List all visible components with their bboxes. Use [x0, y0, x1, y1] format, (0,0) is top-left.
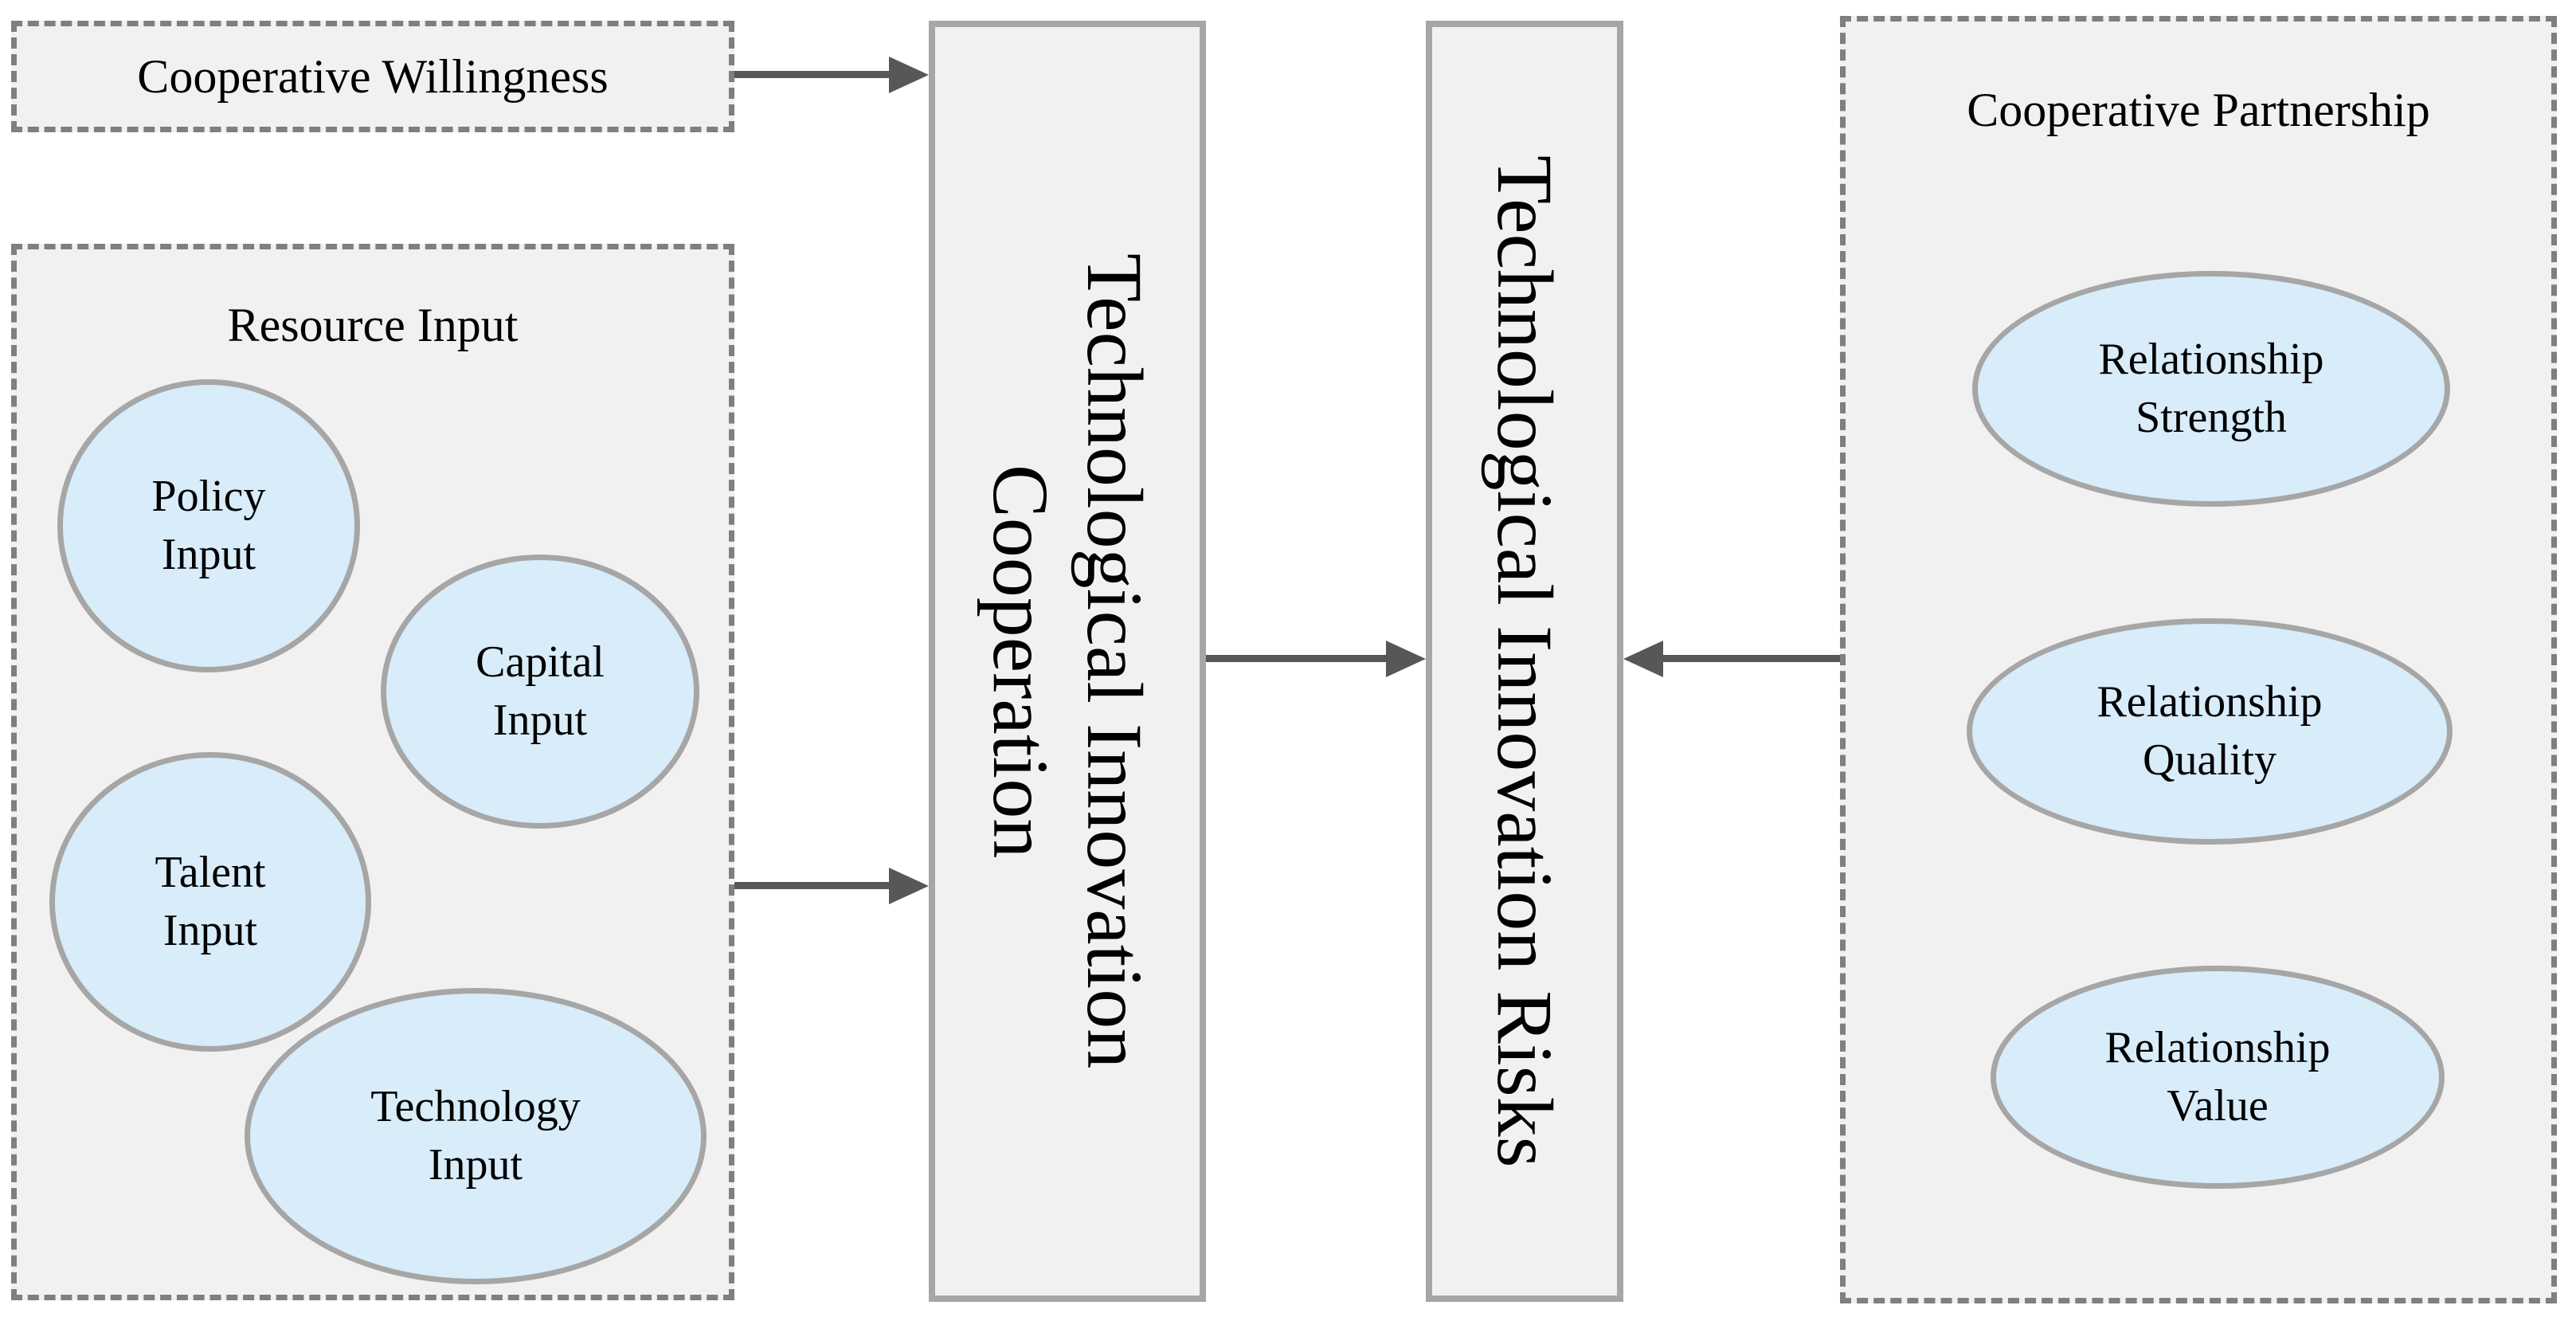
arrow-partnership-to-risks-head-icon — [1623, 641, 1663, 677]
relationship-quality-ellipse: Relationship Quality — [1967, 618, 2453, 845]
relationship-strength-ellipse: Relationship Strength — [1972, 271, 2450, 507]
policy-input-ellipse: Policy Input — [57, 379, 360, 672]
arrow-partnership-to-risks-line — [1662, 655, 1840, 662]
relationship-quality-label: Relationship Quality — [2096, 677, 2323, 785]
technological-innovation-risks-label: Technological Innovation Risks — [1481, 155, 1569, 1168]
capital-input-label: Capital Input — [476, 637, 605, 745]
technological-innovation-cooperation-label: Technological Innovation Cooperation — [973, 253, 1161, 1068]
resource-input-title: Resource Input — [227, 299, 519, 351]
arrow-resource-to-cooperation-head-icon — [889, 868, 929, 904]
cooperation-label-line2: Cooperation — [977, 464, 1065, 859]
talent-input-label: Talent Input — [155, 848, 266, 955]
capital-input-ellipse: Capital Input — [381, 555, 699, 829]
technology-input-label: Technology Input — [370, 1082, 581, 1190]
relationship-value-label: Relationship Value — [2104, 1023, 2331, 1131]
arrow-willingness-to-cooperation-line — [734, 71, 891, 78]
relationship-strength-label: Relationship Strength — [2098, 335, 2324, 442]
relationship-value-ellipse: Relationship Value — [1991, 966, 2445, 1189]
technological-innovation-cooperation-box: Technological Innovation Cooperation — [929, 21, 1206, 1302]
arrow-willingness-to-cooperation-head-icon — [889, 57, 929, 93]
arrow-resource-to-cooperation-line — [734, 882, 891, 889]
cooperation-label-line1: Technological Innovation — [1071, 253, 1159, 1069]
technology-input-ellipse: Technology Input — [245, 988, 707, 1284]
cooperative-willingness-label: Cooperative Willingness — [137, 50, 609, 103]
arrow-cooperation-to-risks-head-icon — [1386, 641, 1426, 677]
talent-input-ellipse: Talent Input — [49, 752, 371, 1052]
policy-input-label: Policy Input — [151, 472, 266, 579]
arrow-cooperation-to-risks-line — [1206, 655, 1388, 662]
cooperative-willingness-box: Cooperative Willingness — [11, 21, 734, 132]
technological-innovation-risks-box: Technological Innovation Risks — [1426, 21, 1623, 1302]
cooperative-partnership-title: Cooperative Partnership — [1967, 84, 2430, 136]
